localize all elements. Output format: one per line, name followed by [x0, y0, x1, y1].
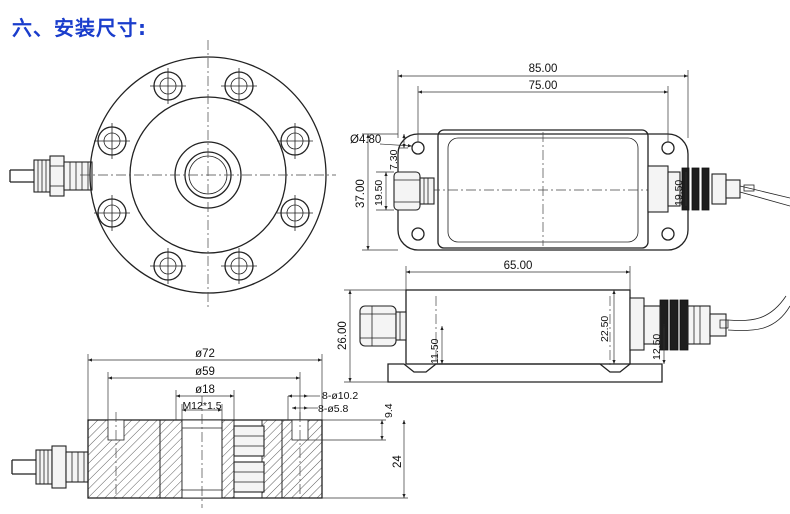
- top-view: 85.00 75.00 Ø4.80 7.30 37.00 19.50 19.50: [350, 63, 790, 251]
- dim-side-22-50: 22.50: [599, 316, 611, 342]
- dim-sec-8-d10-2: 8-ø10.2: [322, 390, 358, 402]
- mounting-hole: [277, 123, 313, 159]
- mounting-hole: [221, 68, 257, 104]
- dim-sec-d18: ø18: [195, 384, 215, 396]
- page-title: 六、安装尺寸:: [12, 16, 147, 40]
- top-view-gland: [393, 171, 435, 211]
- dim-top-width-75: 75.00: [529, 80, 558, 92]
- dim-side-12-50: 12.50: [651, 334, 663, 360]
- side-view-gland: [359, 305, 407, 347]
- dim-top-hole-dia: Ø4.80: [350, 134, 381, 146]
- dim-top-width-85: 85.00: [529, 63, 558, 75]
- top-view-hole: [661, 227, 675, 241]
- front-view-cable: [9, 169, 34, 183]
- top-view-connector: [647, 165, 790, 213]
- mounting-hole: [150, 248, 186, 284]
- front-view-cable-gland: [33, 155, 93, 197]
- dim-top-37-00: 37.00: [355, 179, 367, 208]
- dim-top-7-30: 7.30: [388, 149, 400, 170]
- section-view-cable: [11, 445, 89, 489]
- dim-side-11-50: 11.50: [429, 338, 441, 364]
- mounting-hole: [94, 123, 130, 159]
- mounting-holes: [94, 68, 313, 284]
- dim-top-19-50-right: 19.50: [673, 180, 685, 206]
- side-view: 65.00 26.00 11.50 22.50 12.50: [337, 260, 790, 383]
- front-view: [9, 40, 336, 310]
- dim-sec-d72: ø72: [195, 348, 215, 360]
- mounting-hole: [277, 195, 313, 231]
- dim-sec-9-4: 9.4: [383, 403, 395, 418]
- side-view-base-plate: [387, 363, 663, 383]
- mounting-hole: [150, 68, 186, 104]
- dim-sec-24: 24: [392, 455, 404, 468]
- dim-side-26-00: 26.00: [337, 321, 349, 350]
- mounting-hole: [221, 248, 257, 284]
- dim-side-65-00: 65.00: [504, 260, 533, 272]
- dim-sec-8-d5-8: 8-ø5.8: [318, 403, 349, 415]
- section-view: ø72 ø59 ø18 M12*1.5 8-ø10.2 8-ø5.8 9.4: [11, 348, 408, 508]
- dim-sec-m12: M12*1.5: [182, 400, 221, 412]
- mounting-hole: [94, 195, 130, 231]
- top-view-hole: [411, 227, 425, 241]
- dim-sec-d59: ø59: [195, 366, 215, 378]
- dim-top-19-50-left: 19.50: [373, 180, 385, 206]
- top-view-hole: [661, 141, 675, 155]
- top-view-hole: [411, 141, 425, 155]
